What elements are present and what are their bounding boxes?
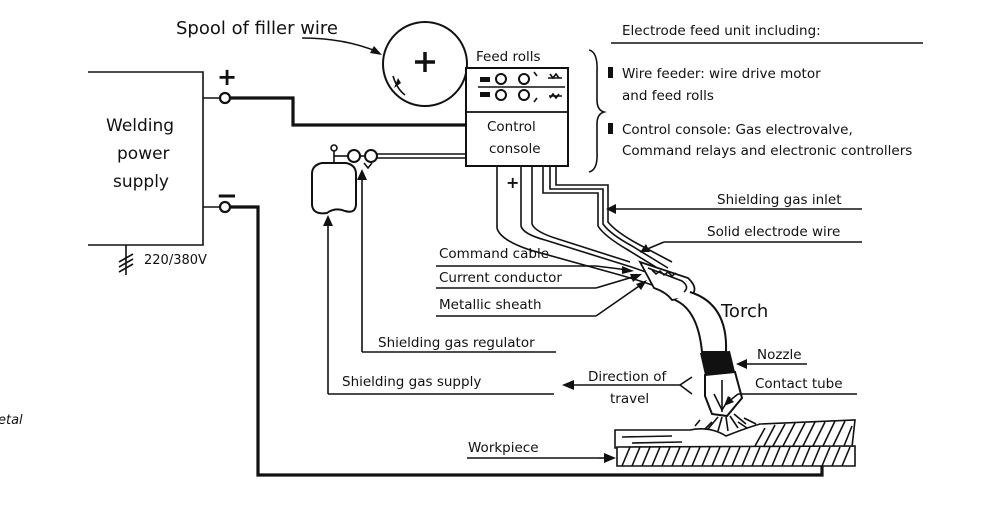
spool-leader	[301, 37, 379, 53]
gas-cylinder-icon	[311, 144, 378, 215]
label-feed-rolls: Feed rolls	[476, 49, 541, 65]
label-contact-tube: Contact tube	[755, 376, 843, 392]
feed-rolls-icon	[478, 71, 565, 103]
label-direction-2: travel	[610, 391, 649, 407]
label-nozzle: Nozzle	[757, 347, 802, 363]
label-direction-1: Direction of	[588, 369, 668, 385]
label-power-1: Welding	[106, 116, 174, 136]
label-command-cable: Command cable	[439, 246, 549, 262]
label-metallic-sheath: Metallic sheath	[439, 297, 542, 313]
brace	[588, 49, 607, 173]
label-cut-off: etal	[0, 413, 23, 428]
power-supply-box	[88, 71, 204, 246]
mains-symbol-icon	[118, 245, 134, 275]
label-plus-small: +	[506, 173, 519, 192]
torch-icon	[638, 260, 757, 432]
feed-unit-box	[465, 67, 569, 167]
label-control-1: Control	[487, 119, 536, 135]
label-control-desc-2: Command relays and electronic controller…	[622, 143, 912, 159]
bullet-icon	[608, 67, 613, 78]
label-control-2: console	[489, 141, 541, 157]
label-wire-feeder-2: and feed rolls	[622, 88, 714, 104]
label-workpiece: Workpiece	[468, 440, 539, 456]
positive-lead	[230, 96, 466, 127]
label-electrode-feed-unit: Electrode feed unit including:	[622, 23, 821, 39]
negative-terminal	[218, 200, 232, 214]
workpiece-icon	[614, 419, 856, 467]
label-voltage: 220/380V	[144, 253, 207, 268]
label-control-desc-1: Control console: Gas electrovalve,	[622, 122, 853, 138]
label-spool: Spool of filler wire	[176, 18, 338, 39]
label-shielding-gas-inlet: Shielding gas inlet	[717, 192, 842, 208]
label-torch: Torch	[720, 301, 768, 322]
label-solid-electrode-wire: Solid electrode wire	[707, 224, 840, 240]
label-wire-feeder-1: Wire feeder: wire drive motor	[622, 66, 821, 82]
bullet-icon	[608, 123, 613, 134]
label-shielding-gas-regulator: Shielding gas regulator	[378, 335, 535, 351]
positive-terminal	[218, 91, 232, 105]
label-power-2: power	[117, 144, 170, 164]
label-shielding-gas-supply: Shielding gas supply	[342, 374, 481, 390]
label-plus: +	[217, 63, 237, 91]
spool-icon	[382, 21, 468, 107]
label-current-conductor: Current conductor	[439, 270, 562, 286]
label-power-3: supply	[113, 172, 169, 192]
ground-lead	[230, 205, 824, 477]
